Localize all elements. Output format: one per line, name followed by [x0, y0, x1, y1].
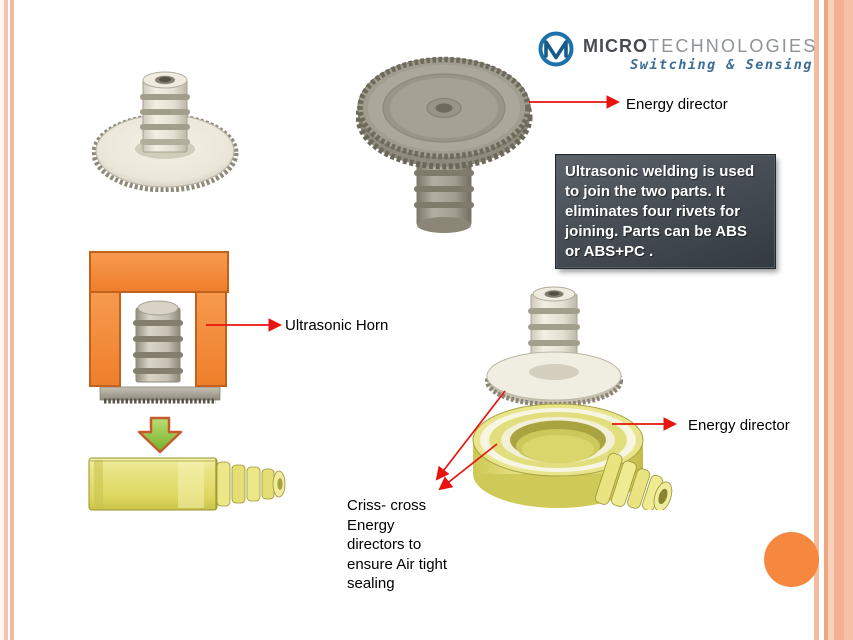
label-energy-director-top: Energy director: [626, 96, 728, 113]
figure-exploded-assembly: [472, 286, 673, 510]
left-border-stripe-2: [10, 0, 14, 640]
exploded-top-part: [485, 286, 623, 407]
figure-barb-disc-part: [92, 71, 239, 192]
figure-welded-part: [88, 457, 286, 511]
barb-stem: [140, 71, 190, 153]
figure-gear-disc-part: [356, 56, 533, 233]
brand-technologies: TECHNOLOGIES: [648, 36, 818, 56]
exploded-barb-outlet: [594, 452, 673, 510]
right-border-stripe: [814, 0, 819, 640]
brand-name: MICROTECHNOLOGIES: [583, 36, 817, 57]
label-energy-director-bottom: Energy director: [688, 417, 790, 434]
knurled-disc-top: [356, 56, 533, 170]
brand-tagline: Switching & Sensing: [630, 57, 813, 73]
label-ultrasonic-horn: Ultrasonic Horn: [285, 317, 389, 334]
figure-ultrasonic-horn: [89, 251, 229, 404]
barb-stem-below: [414, 155, 474, 233]
brand-micro: MICRO: [583, 36, 648, 56]
horn-body: [89, 251, 229, 387]
logo-mark-icon: [538, 31, 574, 67]
green-down-arrow-icon: [137, 416, 183, 454]
left-edge-pale: [0, 0, 4, 640]
welded-body: [88, 457, 218, 511]
note-text: Ultrasonic welding is used to join the t…: [565, 163, 755, 260]
note-box: Ultrasonic welding is used to join the t…: [555, 154, 776, 269]
accent-circle: [764, 532, 819, 587]
label-criss-cross: Criss- cross Energy directors to ensure …: [347, 497, 448, 592]
logo: MICROTECHNOLOGIES Switching & Sensing: [537, 28, 815, 78]
right-border-band: [824, 0, 853, 640]
part-under-horn: [99, 300, 221, 404]
left-border-stripe-1: [4, 0, 8, 640]
welded-barb-outlet: [216, 461, 286, 507]
